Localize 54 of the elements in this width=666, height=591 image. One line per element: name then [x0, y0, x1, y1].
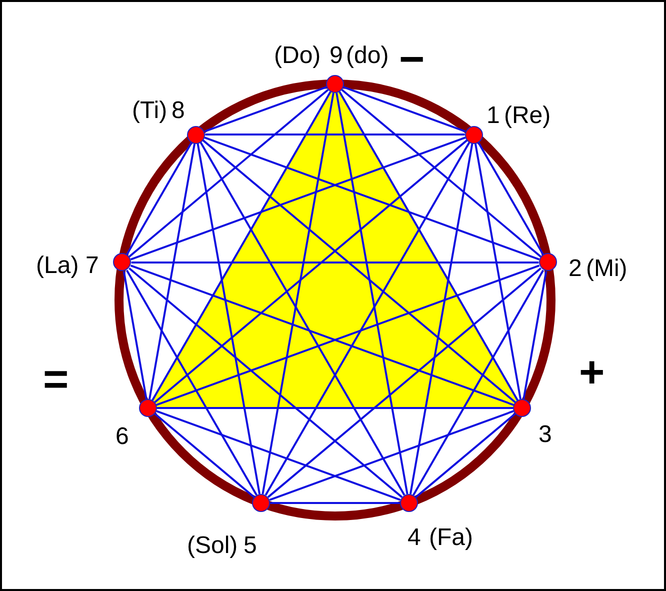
- chord-line: [412, 270, 544, 496]
- vertex-number: 4: [407, 524, 421, 552]
- chord-line: [130, 136, 466, 260]
- chord-line: [156, 407, 514, 409]
- chord-line: [522, 271, 548, 400]
- sign-label: −: [399, 38, 425, 82]
- chord-line: [343, 86, 466, 132]
- vertex-number: 8: [172, 97, 185, 125]
- vertex-number: 7: [86, 252, 99, 280]
- chord-line: [154, 413, 255, 498]
- chord-line: [128, 268, 403, 498]
- chord-line: [415, 413, 516, 498]
- chord-line: [154, 140, 468, 403]
- vertex-number: 5: [244, 532, 257, 560]
- chord-line: [128, 89, 329, 258]
- chord-line: [126, 270, 258, 496]
- note-name: (Ti): [132, 97, 168, 125]
- chord-line: [477, 142, 544, 256]
- note-name: (La): [36, 252, 79, 280]
- chord-line: [131, 262, 539, 264]
- note-name: (Mi): [586, 254, 628, 283]
- note-name: (Re): [504, 102, 551, 130]
- chord-line: [202, 140, 516, 403]
- chord-line: [341, 89, 542, 258]
- chord-line: [474, 143, 522, 400]
- chord-line: [152, 91, 332, 401]
- sign-label: =: [43, 358, 69, 402]
- chord-line: [409, 143, 474, 494]
- chord-line: [204, 86, 327, 132]
- vertex-number: 9: [330, 42, 343, 70]
- vertex-number: 1: [486, 102, 500, 130]
- vertex-number: 2: [568, 254, 582, 283]
- chord-line: [196, 143, 261, 494]
- vertex-number: 6: [116, 423, 129, 451]
- chord-line: [205, 134, 465, 136]
- note-name: (Do): [274, 42, 321, 70]
- note-name: (Sol): [187, 532, 238, 560]
- chord-line: [148, 143, 196, 400]
- note-name: (do): [346, 42, 389, 70]
- sign-label: +: [579, 351, 605, 395]
- chord-line: [264, 142, 470, 496]
- chord-line: [122, 271, 148, 400]
- chord-line: [338, 91, 518, 401]
- note-name: (Fa): [428, 524, 473, 552]
- chord-line: [267, 268, 542, 498]
- chord-line: [270, 502, 400, 504]
- chord-line: [204, 136, 540, 260]
- chord-line: [200, 142, 406, 496]
- chord-line: [156, 410, 401, 501]
- vertex-number: 3: [538, 421, 552, 449]
- chord-line: [269, 410, 514, 501]
- chord-line: [126, 142, 193, 256]
- chord-line: [336, 92, 408, 494]
- chord-line: [262, 92, 334, 494]
